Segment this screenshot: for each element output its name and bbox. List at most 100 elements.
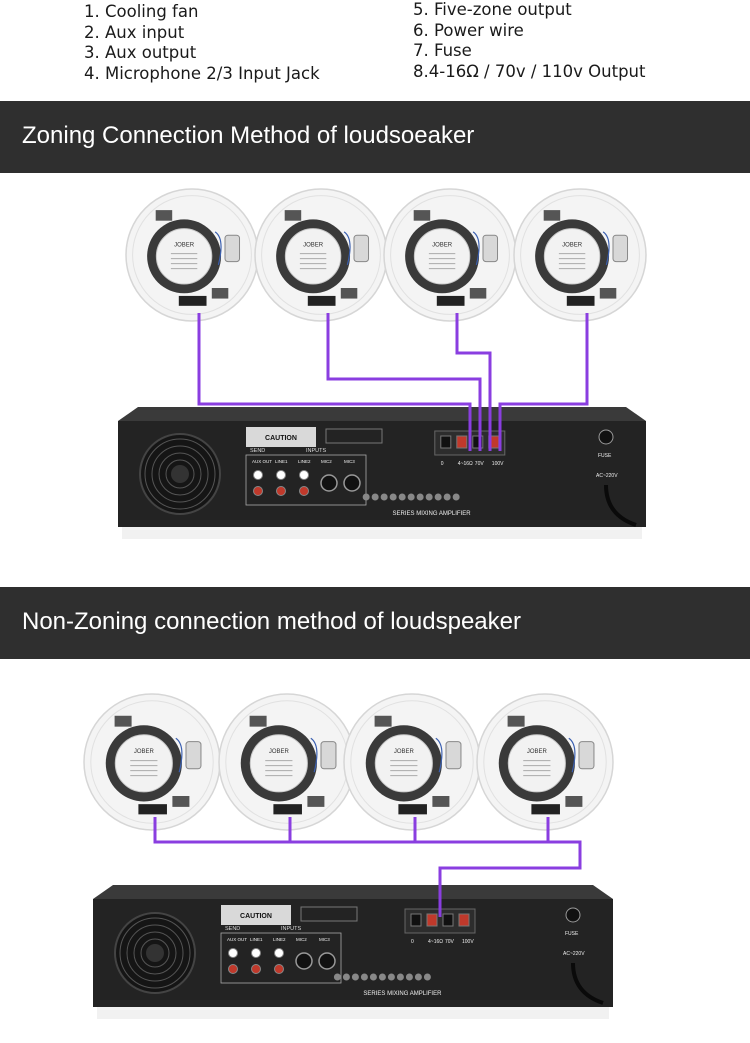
screw-terminal [407, 493, 415, 501]
legend-item: 5. Five-zone output [413, 0, 572, 19]
mic-jack [295, 952, 313, 970]
transformer [578, 741, 595, 770]
speaker-label [284, 228, 342, 285]
send-label: SEND [225, 926, 240, 932]
transformer [612, 234, 629, 263]
model-label: SERIES MIXING AMPLIFIER [363, 991, 442, 997]
legend-item: 8.4-16Ω / 70v / 110v Output [413, 61, 646, 81]
speaker-terminal [440, 435, 452, 449]
rca-jack-white [228, 948, 238, 958]
inputs-label: INPUTS [281, 926, 302, 932]
rca-jack-white [299, 470, 309, 480]
speaker-wire [435, 737, 443, 773]
terminal-block [138, 804, 167, 815]
power-wire [604, 484, 637, 527]
screw-terminal [369, 973, 377, 981]
terminal-block [307, 295, 336, 306]
output-label: 0 [411, 939, 414, 945]
legend-item: 3. Aux output [84, 43, 197, 62]
rca-jack-red [276, 486, 286, 496]
speaker-wire [602, 231, 610, 266]
mount-clip [469, 288, 487, 299]
model-label: SERIES MIXING AMPLIFIER [393, 511, 472, 517]
input-panel [245, 454, 367, 506]
fuse-label: FUSE [565, 931, 579, 937]
jack-label: LINE1 [250, 937, 263, 942]
mic-jack [343, 474, 361, 492]
jack-label: MIC3 [344, 459, 355, 464]
jack-label: LINE2 [273, 937, 286, 942]
speaker-wire [175, 737, 183, 773]
fan-hub [146, 944, 164, 962]
mount-clip [249, 715, 267, 727]
brand-label: JOBER [174, 242, 195, 248]
mount-clip [432, 796, 450, 807]
ceiling-speaker: JOBER [254, 188, 388, 322]
speaker-label [507, 734, 566, 793]
fuse-holder [598, 429, 614, 445]
mount-clip [307, 796, 325, 807]
rca-jack-white [251, 948, 261, 958]
legend-item: 7. Fuse [413, 41, 472, 60]
screw-terminal [452, 493, 460, 501]
output-label: 70V [445, 939, 455, 945]
mount-clip [374, 715, 392, 727]
mount-clip [114, 715, 132, 727]
speaker-terminal [458, 913, 470, 927]
caution-text: CAUTION [240, 913, 272, 920]
jack-label: LINE1 [275, 459, 288, 464]
section-header-zoning: Zoning Connection Method of loudsoeaker [0, 101, 750, 173]
output-label: 0 [441, 461, 444, 467]
caution-label [221, 905, 291, 925]
screw-terminal [351, 973, 359, 981]
jack-label: MIC2 [321, 459, 332, 464]
rca-jack-red [299, 486, 309, 496]
mount-clip [155, 210, 173, 221]
brand-label: JOBER [394, 749, 415, 755]
speaker-wire-connection [455, 313, 492, 451]
speaker-wire-connection [326, 313, 482, 451]
speaker-wire-connection [498, 313, 589, 451]
speaker-label [114, 734, 173, 793]
rca-jack-red [251, 964, 261, 974]
speaker-terminal [456, 435, 468, 449]
legend-item: 2. Aux input [84, 22, 185, 42]
fuse-label: FUSE [598, 453, 612, 459]
jack-label: MIC2 [296, 937, 307, 942]
rca-jack-white [253, 470, 263, 480]
reflection [122, 527, 642, 539]
output-label: 100V [462, 939, 474, 945]
rca-jack-red [228, 964, 238, 974]
screw-terminal [414, 973, 422, 981]
send-label: SEND [250, 448, 265, 454]
ceiling-speaker: JOBER [383, 188, 517, 322]
brand-label: JOBER [527, 749, 548, 755]
speaker-wire-connection [197, 313, 472, 451]
ceiling-speaker: JOBER [218, 693, 356, 831]
screw-terminal [443, 493, 451, 501]
speaker-wire [214, 231, 222, 266]
reflection [97, 1007, 609, 1019]
rca-jack-white [276, 470, 286, 480]
mount-clip [413, 210, 431, 221]
screw-terminal [389, 493, 397, 501]
speaker-wire [343, 231, 351, 266]
transformer [224, 234, 241, 263]
screw-terminal [387, 973, 395, 981]
screw-terminal [380, 493, 388, 501]
speaker-label [155, 228, 213, 285]
brand-label: JOBER [303, 242, 324, 248]
caution-label [246, 427, 316, 447]
terminal-block [398, 804, 427, 815]
speaker-terminal [472, 435, 484, 449]
ceiling-speaker: JOBER [125, 188, 259, 322]
terminal-block [531, 804, 560, 815]
jack-label: MIC3 [319, 937, 330, 942]
screw-terminal [371, 493, 379, 501]
speaker-label [543, 228, 601, 285]
screw-terminal [378, 973, 386, 981]
speaker-wire [568, 737, 576, 773]
